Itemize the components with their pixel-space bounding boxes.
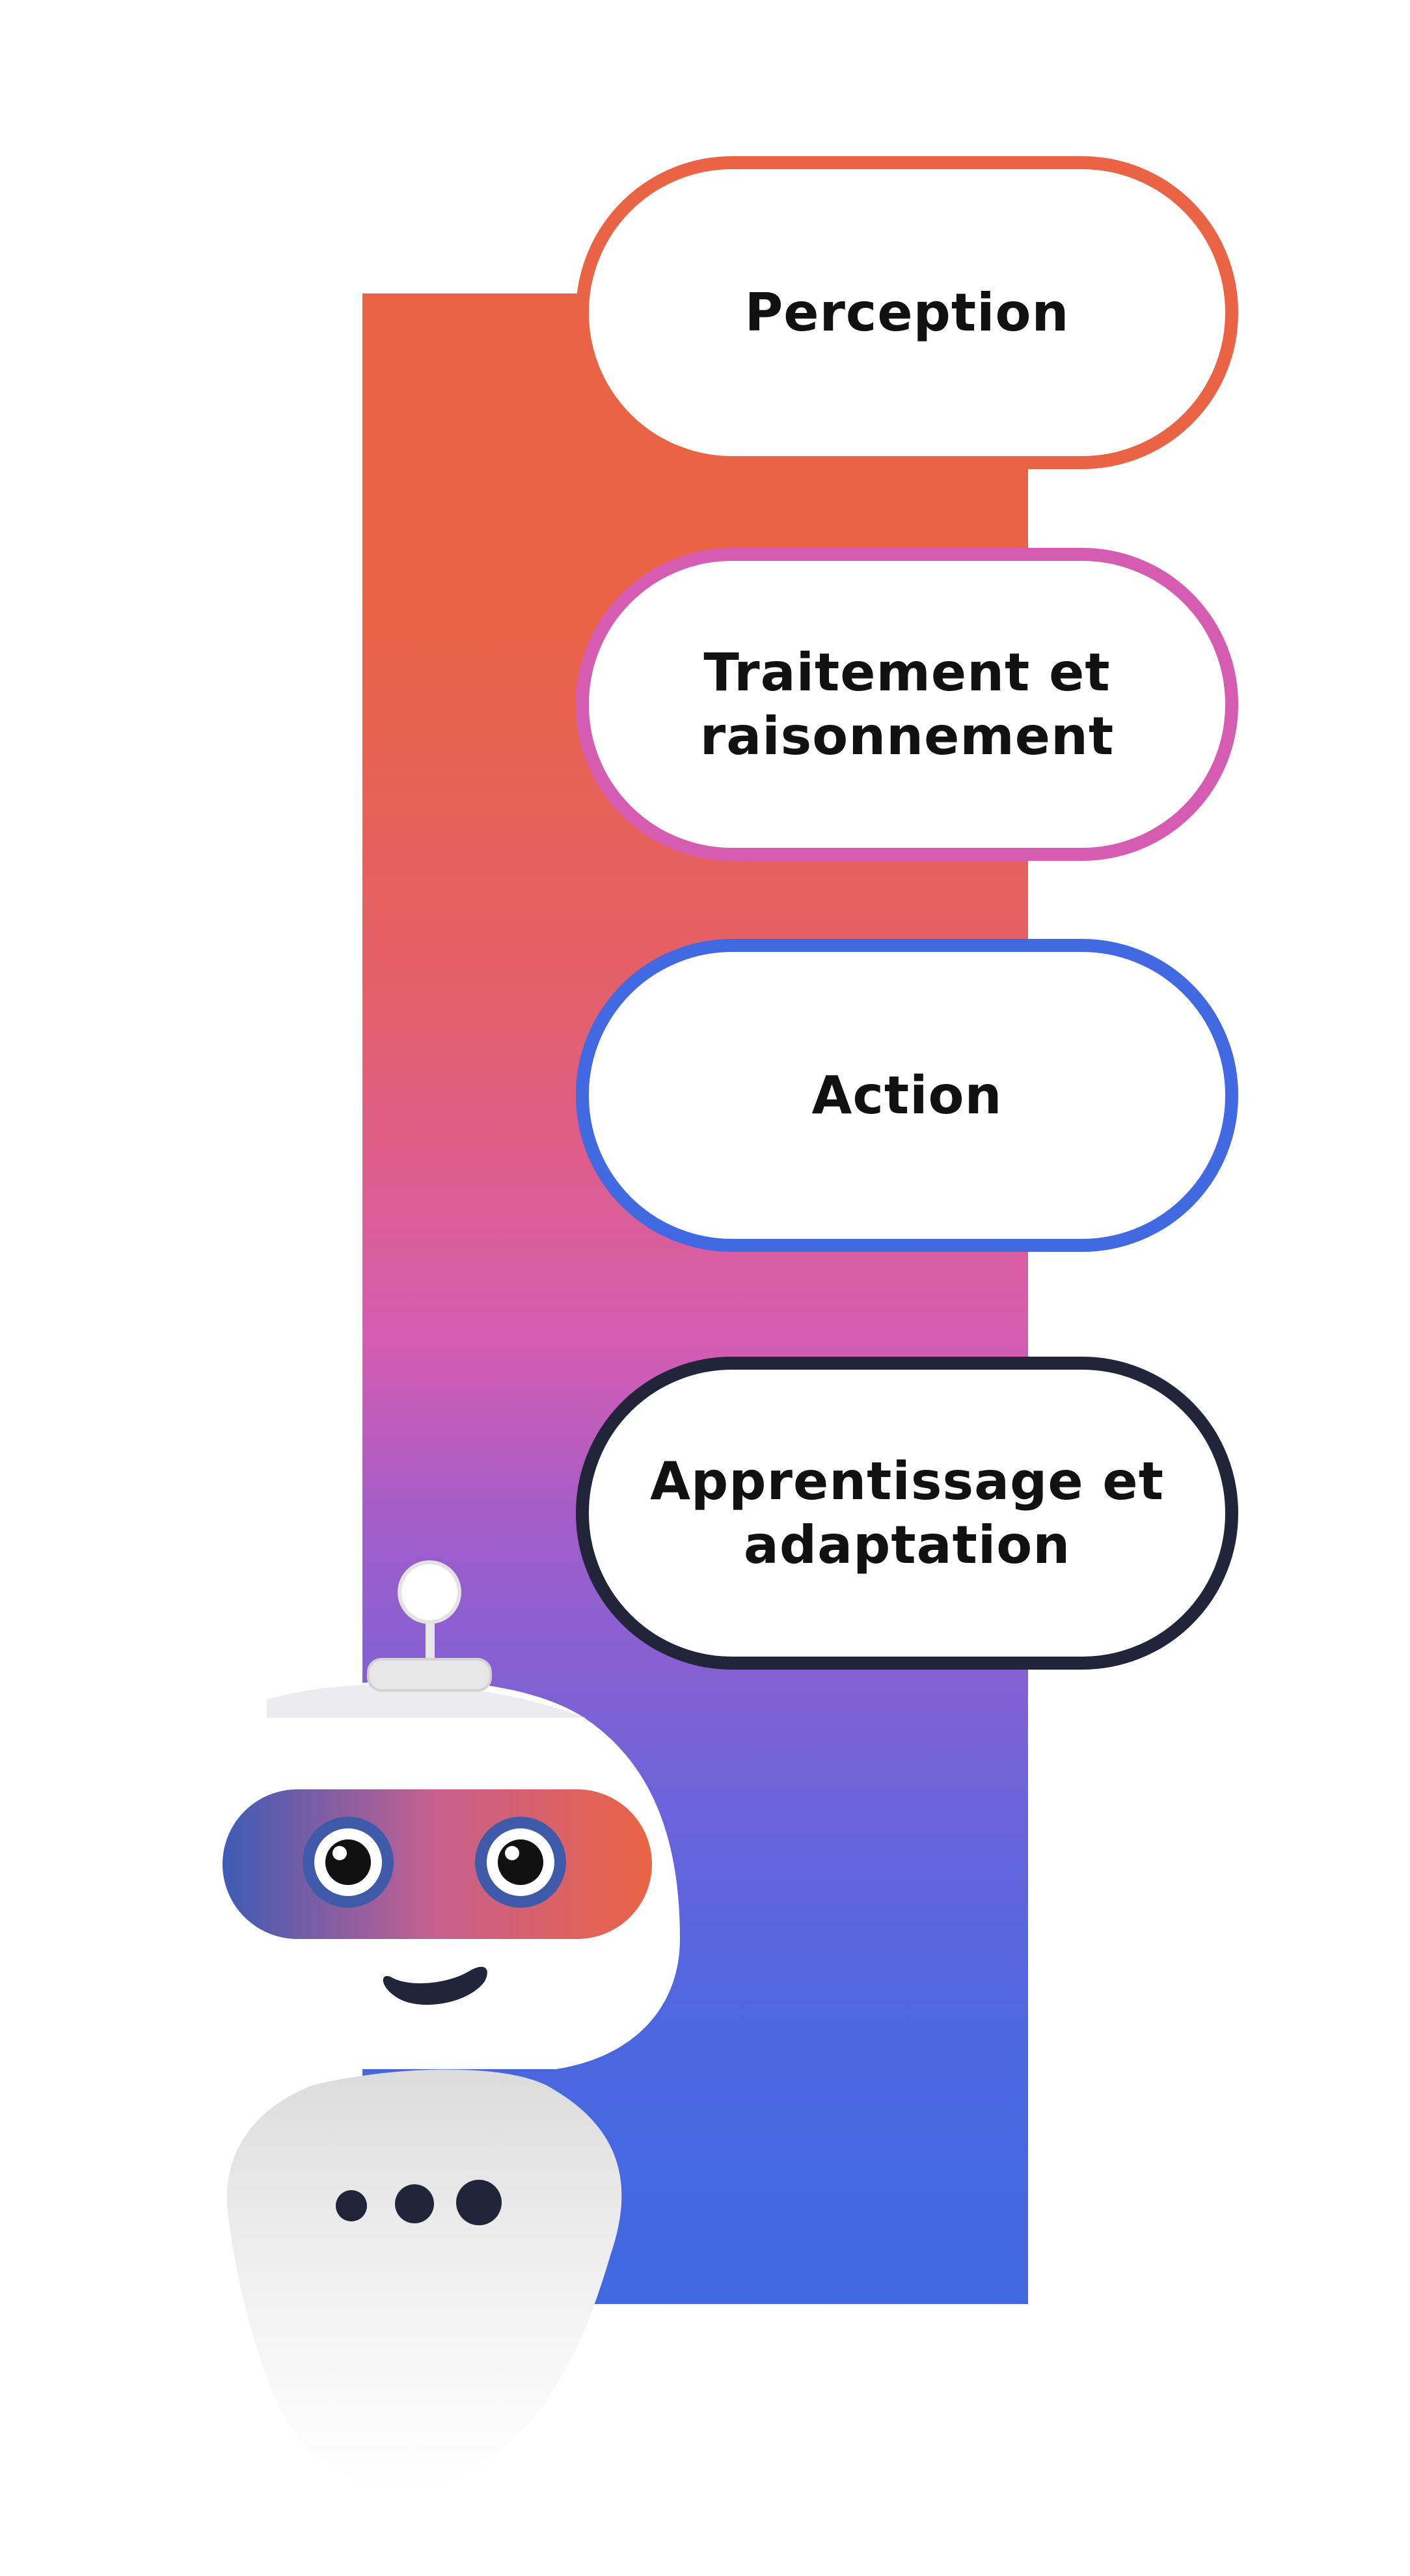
eye-left xyxy=(303,1817,394,1908)
step-label: Traitement et raisonnement xyxy=(699,642,1115,766)
robot-mascot-icon xyxy=(223,1560,680,2488)
step-label: Perception xyxy=(744,282,1070,343)
ellipsis-icon xyxy=(336,2180,502,2225)
ellipsis-dot xyxy=(395,2184,434,2223)
step-traitement-et-raisonnement: Traitement et raisonnement xyxy=(576,548,1238,861)
speech-bubble xyxy=(226,2069,622,2488)
robot-head-top xyxy=(267,1684,586,1718)
robot-smile xyxy=(383,1966,487,2005)
ellipsis-dot xyxy=(456,2180,502,2225)
antenna-ball xyxy=(398,1560,461,1624)
robot-visor xyxy=(223,1789,652,1939)
step-perception: Perception xyxy=(576,156,1238,469)
eye-right xyxy=(475,1817,566,1908)
antenna-base xyxy=(367,1658,492,1692)
step-label: Apprentissage et adaptation xyxy=(650,1450,1164,1575)
step-action: Action xyxy=(576,939,1238,1252)
step-label: Action xyxy=(811,1064,1003,1126)
ellipsis-dot xyxy=(336,2190,367,2221)
